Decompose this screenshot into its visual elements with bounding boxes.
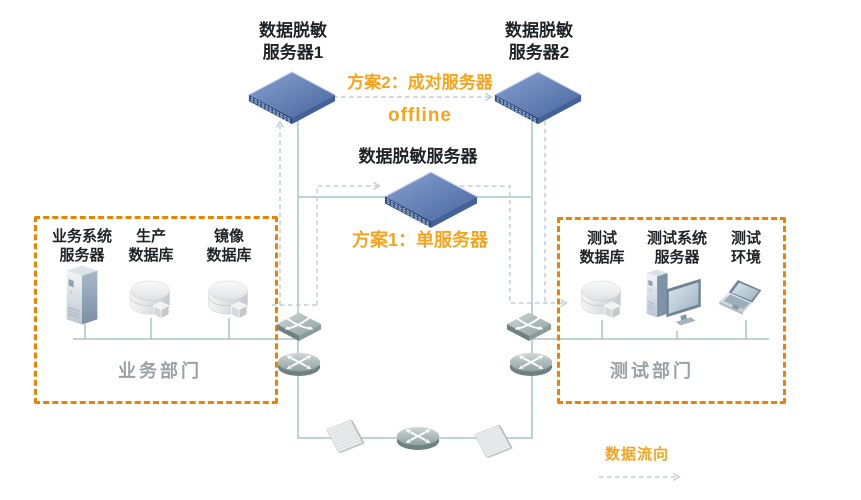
masking-server-2-label: 数据脱敏 服务器2	[505, 21, 573, 62]
business-tower-server-icon	[59, 263, 105, 327]
business-server-label: 业务系统 服务器	[51, 228, 113, 265]
flow-to-test-db-arrow	[452, 185, 568, 308]
test-drop-lines	[601, 320, 747, 339]
mirror-database-icon	[206, 276, 252, 322]
production-database-label: 生产 数据库	[128, 228, 174, 265]
masking-server-2-icon	[492, 70, 584, 125]
flow-to-single-server-arrow	[316, 181, 381, 305]
switch-right-icon	[505, 311, 553, 344]
test-department-title: 测试部门	[610, 361, 694, 381]
masking-server-1-icon	[246, 70, 338, 125]
test-environment-label: 测试 环境	[730, 230, 762, 267]
masking-server-single-icon	[382, 170, 480, 229]
plan2-label: 方案2：成对服务器	[347, 73, 493, 92]
business-drop-lines	[84, 318, 230, 339]
mirror-database-label: 镜像 数据库	[206, 228, 252, 265]
business-department-box	[34, 216, 278, 404]
core-router-icon	[395, 424, 441, 453]
business-department-title: 业务部门	[118, 361, 202, 381]
router-left-icon	[276, 350, 322, 379]
test-database-icon	[579, 276, 625, 322]
router-right-icon	[508, 350, 554, 379]
test-workstation-icon	[642, 266, 706, 330]
test-server-label: 测试系统 服务器	[646, 230, 708, 267]
data-flow-legend-label: 数据流向	[604, 446, 670, 463]
firewall-left-icon	[324, 413, 366, 461]
laptop-icon	[719, 278, 771, 320]
masking-server-single-label: 数据脱敏服务器	[358, 147, 478, 166]
plan1-label: 方案1：单服务器	[351, 230, 489, 250]
masking-server-1-label: 数据脱敏 服务器1	[259, 21, 327, 62]
switch-left-icon	[275, 311, 323, 344]
firewall-right-icon	[472, 418, 514, 466]
production-database-icon	[128, 276, 174, 322]
offline-label: offline	[388, 105, 452, 126]
test-database-label: 测试 数据库	[579, 230, 625, 267]
test-department-box	[557, 217, 786, 404]
